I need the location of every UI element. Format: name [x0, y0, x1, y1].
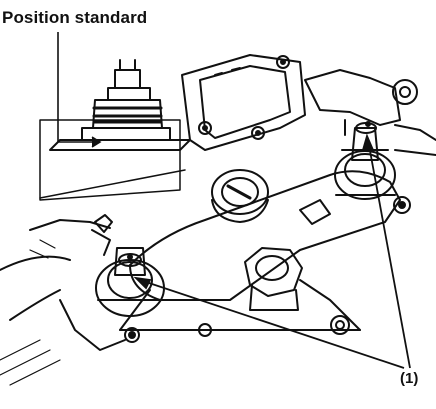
position-standard-closeup	[49, 59, 191, 151]
hatching	[0, 239, 61, 386]
callout-1-label: (1)	[400, 370, 419, 387]
clamp-bolts	[124, 315, 350, 343]
callout-arrows	[133, 133, 411, 369]
inset-panel	[39, 119, 186, 201]
ignition-switch	[211, 169, 269, 223]
left-fork-top	[59, 229, 165, 351]
position-standard-leader	[57, 32, 102, 148]
cables	[0, 214, 113, 321]
right-upper-housing	[304, 69, 436, 156]
meter-housing	[181, 54, 306, 151]
position-standard-label: Position standard	[2, 8, 148, 27]
steering-stem-nut	[244, 247, 303, 311]
upper-triple-clamp	[119, 170, 401, 331]
